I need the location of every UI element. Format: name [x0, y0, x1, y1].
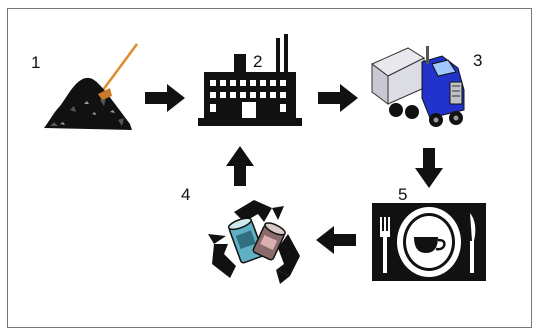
- factory-icon: [198, 34, 302, 126]
- step-5-number: 5: [398, 185, 408, 204]
- arrow-down: [415, 148, 443, 188]
- step-4-number: 4: [181, 185, 191, 204]
- step-2-number: 2: [253, 52, 263, 71]
- arrow-left: [316, 226, 356, 254]
- plate-icon: [372, 203, 486, 281]
- step-1-number: 1: [31, 53, 41, 72]
- arrow-right-2: [318, 84, 358, 112]
- arrow-up: [226, 146, 254, 186]
- step-3-number: 3: [473, 51, 483, 70]
- arrow-right-1: [145, 84, 185, 112]
- coal-pile-icon: [44, 43, 139, 130]
- truck-icon: [371, 46, 465, 127]
- recycle-icon: [208, 200, 300, 284]
